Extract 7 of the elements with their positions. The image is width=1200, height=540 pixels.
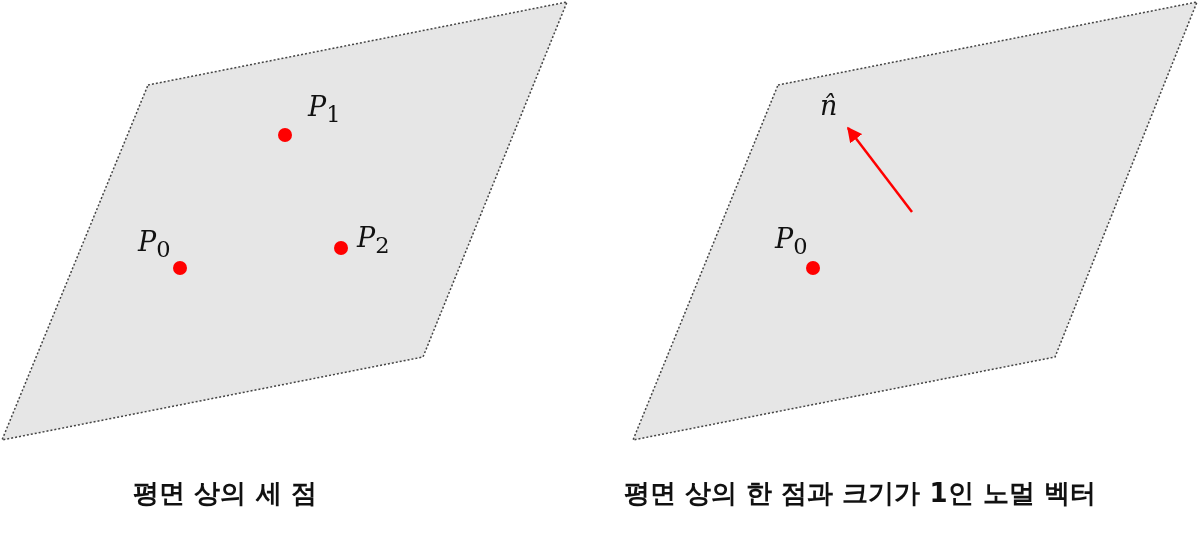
point-label: P$_{2}$: [357, 224, 390, 257]
point-label: P$_{1}$: [308, 93, 341, 126]
caption: 평면 상의 세 점: [133, 480, 317, 506]
point-label: P$_{0}$: [138, 228, 171, 261]
vector-label: n̂: [820, 92, 838, 119]
point-label: P$_{0}$: [775, 225, 808, 258]
caption: 평면 상의 한 점과 크기가 1인 노멀 벡터: [624, 480, 1096, 506]
